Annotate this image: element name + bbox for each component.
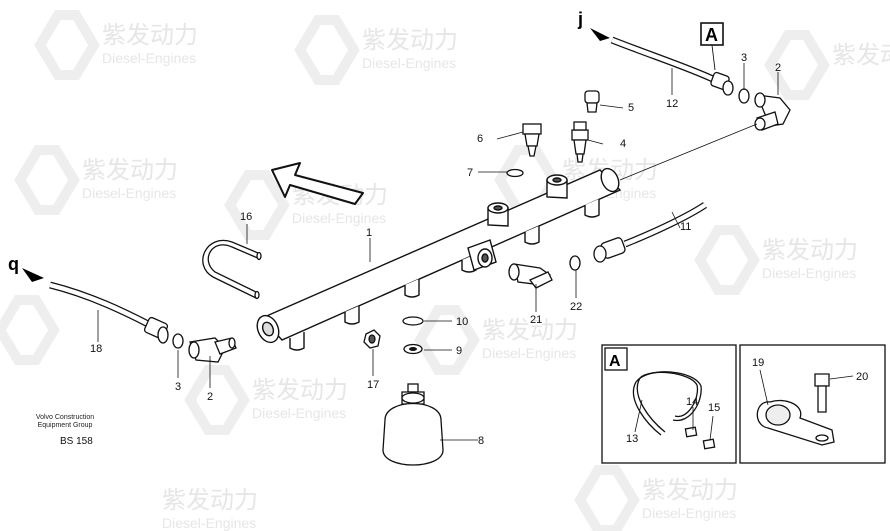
callout-22: 22 (570, 301, 582, 313)
callout-20: 20 (856, 371, 868, 383)
watermark-en-10: Diesel-Engines (162, 515, 256, 531)
washer-22 (569, 255, 581, 271)
accumulator-8 (382, 383, 444, 466)
hose-16 (202, 239, 262, 300)
watermark-cn-3: 紫发动力 (102, 22, 198, 49)
callout-15: 15 (708, 402, 720, 414)
detail-box-clamp (739, 344, 886, 464)
callouts: 1 2 2 3 3 4 5 6 7 8 9 10 11 12 13 14 15 … (90, 52, 868, 447)
watermark-logo: 紫发动力 Diesel-Engines (574, 465, 738, 531)
callout-4: 4 (620, 138, 626, 150)
callout-12: 12 (666, 98, 678, 110)
arrow-q-icon (22, 268, 44, 282)
watermark-cn-6: 紫发动力 (762, 237, 858, 264)
watermark-en-2: Diesel-Engines (362, 55, 456, 71)
watermark-cn-10: 紫发动力 (162, 487, 258, 514)
callout-8: 8 (478, 435, 484, 447)
watermark-logo: 紫发动力 Diesel-Engines (34, 10, 198, 80)
direction-arrow (271, 162, 364, 205)
o-ring-10 (402, 316, 424, 326)
fitting-4 (571, 121, 589, 163)
watermark-en-8: Diesel-Engines (482, 345, 576, 361)
pipe-18 (49, 281, 169, 344)
cable-tie-13 (632, 371, 702, 436)
fuel-rail (256, 167, 622, 351)
leader-detail-a (711, 44, 716, 71)
callout-19: 19 (752, 357, 764, 369)
arrow-j-icon (590, 28, 610, 41)
callout-2-left: 2 (207, 391, 213, 403)
banjo-fitting-21 (508, 263, 553, 289)
banjo-fitting-2-top (754, 92, 791, 131)
detail-a-ref-letter: A (705, 25, 718, 45)
watermark-logo: 紫发动力 (764, 30, 890, 100)
callout-5: 5 (628, 102, 634, 114)
callout-17: 17 (367, 379, 379, 391)
watermark-en-11: Diesel-Engines (642, 505, 736, 521)
callout-10: 10 (456, 316, 468, 328)
watermark-logo: 紫发动力 Diesel-Engines (414, 305, 578, 375)
watermark-cn-9: 紫发动力 (832, 42, 890, 69)
leader-lines (97, 63, 854, 441)
watermark-logo: 紫发动力 Diesel-Engines (694, 225, 858, 295)
watermark-logo: 紫发动力 Diesel-Engines (294, 15, 458, 85)
watermark-cn-1: 紫发动力 (82, 157, 178, 184)
callout-16: 16 (240, 211, 252, 223)
nut-17 (363, 329, 381, 349)
callout-6: 6 (477, 133, 483, 145)
callout-3-left: 3 (175, 381, 181, 393)
washer-3-left (172, 333, 184, 349)
clip-15 (702, 438, 716, 450)
watermark-cn-2: 紫发动力 (362, 27, 458, 54)
watermark-en-7: Diesel-Engines (252, 405, 346, 421)
company-info: Volvo Construction Equipment Group (30, 414, 100, 430)
callout-1: 1 (366, 227, 372, 239)
callout-7: 7 (467, 167, 473, 179)
callout-18: 18 (90, 343, 102, 355)
bleed-screw-5 (584, 90, 600, 113)
marker-q: q (8, 254, 19, 274)
watermark-en-4: Diesel-Engines (292, 210, 386, 226)
watermark-cn-7: 紫发动力 (252, 377, 348, 404)
callout-14: 14 (686, 396, 698, 408)
clip-14 (684, 426, 698, 438)
washer-3-top (738, 88, 750, 104)
washer-7 (506, 168, 524, 178)
watermark-en-1: Diesel-Engines (82, 185, 176, 201)
pipe-11 (593, 202, 707, 263)
company-line-2: Equipment Group (37, 422, 93, 429)
washer-9 (403, 343, 423, 355)
watermark-logo: 紫发动力 Diesel-Engines (184, 365, 348, 435)
bolt-20 (814, 373, 830, 387)
company-line-1: Volvo Construction (35, 414, 95, 421)
watermark-en-6: Diesel-Engines (762, 265, 856, 281)
watermark-cn-8: 紫发动力 (482, 317, 578, 344)
callout-21: 21 (530, 314, 542, 326)
watermark-cn-11: 紫发动力 (642, 477, 738, 504)
diagram-code: BS 158 (60, 436, 93, 447)
watermark-layer: 紫发动力 Diesel-Engines 紫发动力 Diesel-Engines … (0, 10, 890, 531)
callout-2-top: 2 (775, 62, 781, 74)
pipe-12 (610, 36, 734, 96)
watermark-logo: 紫发动力 Diesel-Engines (14, 145, 178, 215)
callout-11: 11 (680, 221, 691, 233)
detail-a-box-letter: A (609, 353, 621, 370)
detail-box-a (601, 344, 737, 464)
banjo-fitting-2-left (188, 337, 237, 363)
callout-9: 9 (456, 345, 462, 357)
leader-rail-end (619, 123, 758, 181)
callout-3-top: 3 (741, 52, 747, 64)
fitting-6 (522, 123, 542, 157)
watermark-en-3: Diesel-Engines (102, 50, 196, 66)
watermark-logo: 紫发动力 Diesel-Engines (162, 487, 258, 531)
callout-13: 13 (626, 433, 638, 445)
marker-j: j (577, 9, 583, 29)
watermark-logo (0, 295, 60, 365)
